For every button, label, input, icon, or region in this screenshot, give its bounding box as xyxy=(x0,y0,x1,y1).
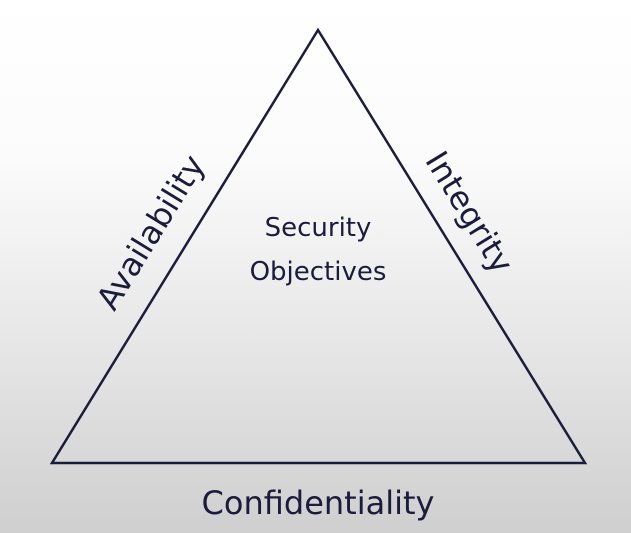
confidentiality-label: Confidentiality xyxy=(202,484,435,522)
center-label-line2: Objectives xyxy=(250,257,387,287)
integrity-label: Integrity xyxy=(418,144,522,280)
triangle xyxy=(49,27,588,465)
center-label-line1: Security xyxy=(265,213,372,243)
